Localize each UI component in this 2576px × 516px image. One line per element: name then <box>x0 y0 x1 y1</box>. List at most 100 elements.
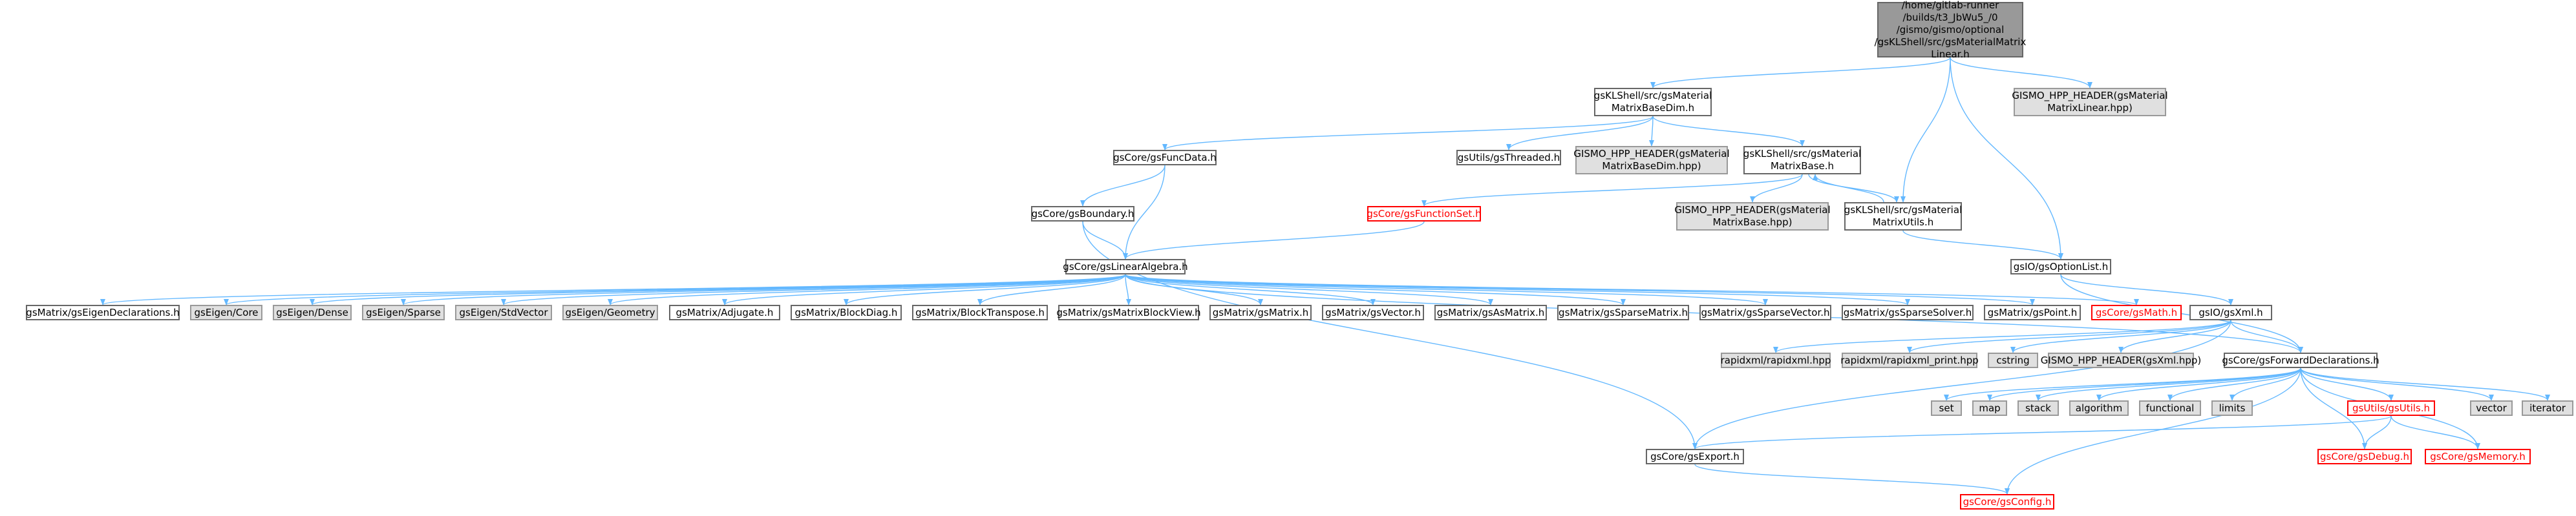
edge-fwdDecl-to-gsDebug <box>2300 367 2367 449</box>
node-gsEigen-Dense: gsEigen/Dense <box>273 305 352 320</box>
edge-fwdDecl-to-functional <box>2167 367 2301 401</box>
node-hpp-header-basedim: GISMO_HPP_HEADER(gsMaterial MatrixBaseDi… <box>1573 146 1730 174</box>
edge-linearAlgebra-to-blockTranspose <box>977 274 1126 305</box>
node-map: map <box>1972 400 2007 416</box>
edge-fwdDecl-to-algorithm <box>2096 367 2301 401</box>
node-gsPoint[interactable]: gsMatrix/gsPoint.h <box>1984 305 2081 320</box>
node-Adjugate[interactable]: gsMatrix/Adjugate.h <box>669 305 780 320</box>
node-root-gsMaterialMatrixLinear: /home/gitlab-runner /builds/t3_JbWu5_/0 … <box>1874 0 2027 60</box>
node-gsExport[interactable]: gsCore/gsExport.h <box>1646 449 1744 464</box>
edge-linearAlgebra-to-sparseVector <box>1125 274 1768 305</box>
edge-fwdDecl-to-utils <box>2300 367 2394 401</box>
edge-linearAlgebra-to-eigenGeometry <box>608 274 1126 305</box>
edge-matrixBase-to-functionSet <box>1421 174 1803 207</box>
edge-matrixBaseDim-to-hppBaseDim <box>1649 116 1655 147</box>
node-gsThreaded[interactable]: gsUtils/gsThreaded.h <box>1456 150 1561 165</box>
node-gsForwardDeclarations[interactable]: gsCore/gsForwardDeclarations.h <box>2222 353 2379 368</box>
edge-root-to-optionList <box>1950 57 2063 260</box>
edge-utils-to-gsMemory <box>2390 415 2480 449</box>
edge-utils-to-gsExport <box>1692 415 2392 449</box>
edge-linearAlgebra-to-eigenSparse <box>401 274 1126 305</box>
edge-gsXml-to-fwdDecl <box>2230 320 2303 353</box>
node-gsMatrixBlockView[interactable]: gsMatrix/gsMatrixBlockView.h <box>1056 305 1201 320</box>
edge-linearAlgebra-to-sparseSolver <box>1125 274 1910 305</box>
node-BlockTranspose[interactable]: gsMatrix/BlockTranspose.h <box>912 305 1048 320</box>
node-gsXml[interactable]: gsIO/gsXml.h <box>2189 305 2272 320</box>
node-gsMemory[interactable]: gsCore/gsMemory.h <box>2425 449 2531 464</box>
edge-linearAlgebra-to-gsVector <box>1125 274 1376 305</box>
node-gsMaterialMatrixBase[interactable]: gsKLShell/src/gsMaterial MatrixBase.h <box>1743 146 1861 174</box>
node-gsEigenDeclarations[interactable]: gsMatrix/gsEigenDeclarations.h <box>26 305 180 320</box>
edge-matrixUtils-to-matrixBase <box>1813 174 1884 203</box>
node-hpp-header-linear: GISMO_HPP_HEADER(gsMaterial MatrixLinear… <box>2012 88 2168 116</box>
node-gsBoundary[interactable]: gsCore/gsBoundary.h <box>1031 206 1134 222</box>
edge-linearAlgebra-to-sparseMatrix <box>1125 274 1626 305</box>
edge-linearAlgebra-to-matrixBlockView <box>1125 274 1131 305</box>
node-stack: stack <box>2017 400 2059 416</box>
edge-root-to-matrixBaseDim <box>1650 57 1951 88</box>
edge-gsXml-to-cstring <box>2010 320 2231 353</box>
edge-fwdDecl-to-vector <box>2300 367 2494 401</box>
node-gsConfig[interactable]: gsCore/gsConfig.h <box>1960 494 2054 510</box>
edge-fwdDecl-to-stack <box>2036 367 2301 401</box>
node-gsEigen-Sparse: gsEigen/Sparse <box>362 305 445 320</box>
node-algorithm: algorithm <box>2069 400 2129 416</box>
node-gsEigen-Core: gsEigen/Core <box>190 305 262 320</box>
edge-matrixBaseDim-to-threaded <box>1506 116 1654 150</box>
edge-root-to-hppLinear <box>1950 57 2092 88</box>
node-gsSparseVector[interactable]: gsMatrix/gsSparseVector.h <box>1699 305 1831 320</box>
node-gsDebug[interactable]: gsCore/gsDebug.h <box>2317 449 2412 464</box>
node-cstring: cstring <box>1988 353 2038 368</box>
node-gsSparseSolver[interactable]: gsMatrix/gsSparseSolver.h <box>1842 305 1974 320</box>
edge-matrixBase-to-matrixUtils <box>1808 174 1899 203</box>
edge-gsXml-to-hppXml <box>2118 320 2231 353</box>
edge-gsXml-to-rapidxml <box>1773 320 2231 353</box>
node-gsVector[interactable]: gsMatrix/gsVector.h <box>1322 305 1424 320</box>
node-gsSparseMatrix[interactable]: gsMatrix/gsSparseMatrix.h <box>1557 305 1689 320</box>
node-gsEigen-StdVector: gsEigen/StdVector <box>455 305 552 320</box>
edge-fwdDecl-to-limits <box>2230 367 2301 401</box>
edge-linearAlgebra-to-eigenStdVector <box>501 274 1126 305</box>
edge-funcData-to-boundary <box>1080 165 1166 207</box>
node-gsUtils[interactable]: gsUtils/gsUtils.h <box>2347 400 2435 416</box>
edge-root-to-matrixUtils <box>1900 57 1951 203</box>
node-hpp-header-xml: GISMO_HPP_HEADER(gsXml.hpp) <box>2041 353 2201 368</box>
edge-linearAlgebra-to-gsPoint <box>1125 274 2035 305</box>
node-gsFunctionSet[interactable]: gsCore/gsFunctionSet.h <box>1367 206 1482 222</box>
edge-functionSet-to-linearAlgebra <box>1123 221 1425 260</box>
node-gsAsMatrix[interactable]: gsMatrix/gsAsMatrix.h <box>1434 305 1547 320</box>
node-rapidxml: rapidxml/rapidxml.hpp <box>1721 353 1831 368</box>
node-gsOptionList[interactable]: gsIO/gsOptionList.h <box>2010 259 2111 274</box>
edge-linearAlgebra-to-adjugate <box>722 274 1126 305</box>
edge-fwdDecl-to-iterator <box>2300 367 2550 401</box>
node-iterator: iterator <box>2522 400 2573 416</box>
node-limits: limits <box>2211 400 2253 416</box>
edge-boundary-to-gsExport <box>1082 221 1698 449</box>
node-gsMaterialMatrixUtils[interactable]: gsKLShell/src/gsMaterial MatrixUtils.h <box>1844 202 1962 231</box>
edge-matrixBase-to-hppBase <box>1750 174 1803 203</box>
node-gsMatrix[interactable]: gsMatrix/gsMatrix.h <box>1209 305 1312 320</box>
edge-fwdDecl-to-gsConfig <box>2005 367 2301 495</box>
edge-gsExport-to-gsConfig <box>1694 464 2010 495</box>
node-gsMaterialMatrixBaseDim[interactable]: gsKLShell/src/gsMaterial MatrixBaseDim.h <box>1594 88 1712 116</box>
node-gsLinearAlgebra[interactable]: gsCore/gsLinearAlgebra.h <box>1063 259 1188 274</box>
edge-linearAlgebra-to-eigenDense <box>310 274 1126 305</box>
edge-optionList-to-gsXml <box>2060 274 2233 305</box>
edge-linearAlgebra-to-gsMath <box>1125 274 2139 305</box>
node-gsEigen-Geometry: gsEigen/Geometry <box>562 305 658 320</box>
node-hpp-header-base: GISMO_HPP_HEADER(gsMaterial MatrixBase.h… <box>1674 202 1831 231</box>
edge-linearAlgebra-to-asMatrix <box>1125 274 1493 305</box>
node-BlockDiag[interactable]: gsMatrix/BlockDiag.h <box>791 305 902 320</box>
node-gsFuncData[interactable]: gsCore/gsFuncData.h <box>1113 150 1217 165</box>
node-set: set <box>1931 400 1962 416</box>
edge-gsXml-to-rapidxmlPrint <box>1907 320 2231 353</box>
edge-funcData-to-linearAlgebra <box>1123 165 1166 260</box>
node-functional: functional <box>2139 400 2201 416</box>
edge-gsXml-to-gsExport <box>1692 320 2231 449</box>
node-vector: vector <box>2470 400 2513 416</box>
node-gsMath[interactable]: gsCore/gsMath.h <box>2091 305 2182 320</box>
edge-linearAlgebra-to-blockDiag <box>844 274 1126 305</box>
edge-utils-to-gsDebug <box>2362 415 2392 449</box>
